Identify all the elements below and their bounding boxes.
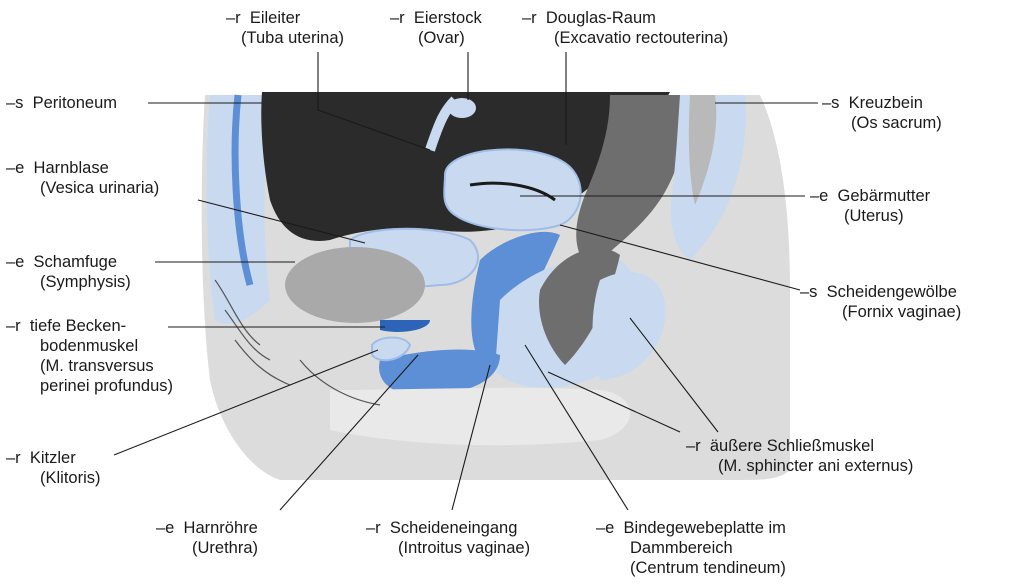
article: –r xyxy=(226,8,241,28)
label-schliessmuskel: –r äußere Schließmuskel (M. sphincter an… xyxy=(686,436,913,476)
term: Eileiter xyxy=(250,8,300,28)
label-eileiter: –r Eileiter (Tuba uterina) xyxy=(226,8,344,48)
latin: (Klitoris) xyxy=(6,468,101,488)
latin: (Uterus) xyxy=(810,206,930,226)
term: Scheideneingang xyxy=(390,518,518,538)
ovary xyxy=(448,98,476,118)
term: tiefe Becken- xyxy=(30,316,126,336)
term: Kreuzbein xyxy=(849,93,923,113)
article: –s xyxy=(822,93,839,113)
article: –r xyxy=(6,316,21,336)
label-kreuzbein: –s Kreuzbein (Os sacrum) xyxy=(822,93,942,133)
latin: (Ovar) xyxy=(390,28,482,48)
term: Harnröhre xyxy=(184,518,258,538)
label-schamfuge: –e Schamfuge (Symphysis) xyxy=(6,252,131,292)
latin: (M. sphincter ani externus) xyxy=(686,456,913,476)
line3: (M. transversus xyxy=(6,356,173,376)
label-eierstock: –r Eierstock (Ovar) xyxy=(390,8,482,48)
latin: (Vesica urinaria) xyxy=(6,178,159,198)
label-scheideneingang: –r Scheideneingang (Introitus vaginae) xyxy=(366,518,530,558)
term: Scheidengewölbe xyxy=(827,282,957,302)
term: Peritoneum xyxy=(33,93,117,113)
article: –s xyxy=(6,93,23,113)
latin: (Excavatio rectouterina) xyxy=(522,28,728,48)
latin: (Tuba uterina) xyxy=(226,28,344,48)
article: –r xyxy=(522,8,537,28)
term: Schamfuge xyxy=(34,252,117,272)
article: –r xyxy=(686,436,701,456)
line2: bodenmuskel xyxy=(6,336,173,356)
article: –r xyxy=(366,518,381,538)
label-harnroehre: –e Harnröhre (Urethra) xyxy=(156,518,258,558)
latin: (Os sacrum) xyxy=(822,113,942,133)
term: Bindegewebeplatte im xyxy=(624,518,786,538)
latin: (Centrum tendineum) xyxy=(596,558,786,578)
term: Douglas-Raum xyxy=(546,8,656,28)
latin: (Urethra) xyxy=(156,538,258,558)
term: Kitzler xyxy=(30,448,76,468)
latin: (Introitus vaginae) xyxy=(366,538,530,558)
label-kitzler: –r Kitzler (Klitoris) xyxy=(6,448,101,488)
article: –e xyxy=(6,252,24,272)
label-peritoneum: –s Peritoneum xyxy=(6,93,117,113)
article: –e xyxy=(6,158,24,178)
article: –e xyxy=(596,518,614,538)
label-harnblase: –e Harnblase (Vesica urinaria) xyxy=(6,158,159,198)
term: Harnblase xyxy=(34,158,109,178)
term: Gebärmutter xyxy=(838,186,931,206)
article: –e xyxy=(810,186,828,206)
symphysis xyxy=(285,247,425,323)
label-gebaermutter: –e Gebärmutter (Uterus) xyxy=(810,186,930,226)
latin: (Symphysis) xyxy=(6,272,131,292)
thigh xyxy=(330,388,630,445)
article: –r xyxy=(390,8,405,28)
uterus xyxy=(444,149,580,230)
label-douglas: –r Douglas-Raum (Excavatio rectouterina) xyxy=(522,8,728,48)
label-bindegewebe: –e Bindegewebeplatte im Dammbereich (Cen… xyxy=(596,518,786,578)
term: Eierstock xyxy=(414,8,482,28)
article: –r xyxy=(6,448,21,468)
line4: perinei profundus) xyxy=(6,376,173,396)
line2: Dammbereich xyxy=(596,538,786,558)
latin: (Fornix vaginae) xyxy=(800,302,961,322)
label-scheidengewoelbe: –s Scheidengewölbe (Fornix vaginae) xyxy=(800,282,961,322)
label-beckenboden: –r tiefe Becken- bodenmuskel (M. transve… xyxy=(6,316,173,396)
article: –s xyxy=(800,282,817,302)
term: äußere Schließmuskel xyxy=(710,436,874,456)
article: –e xyxy=(156,518,174,538)
